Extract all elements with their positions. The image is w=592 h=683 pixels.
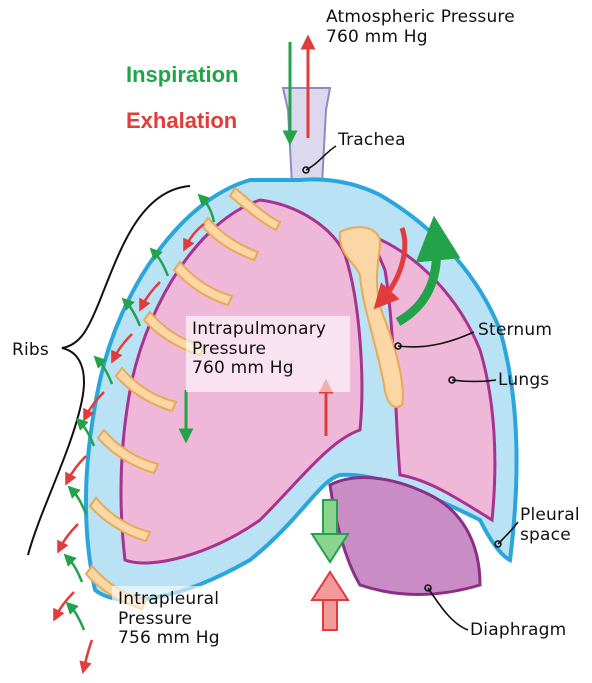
intrapulmonary-line1: Intrapulmonary bbox=[192, 320, 326, 340]
intrapulmonary-line2: Pressure bbox=[192, 340, 326, 360]
inspiration-label: Inspiration bbox=[126, 62, 238, 88]
pleural-space-label: Pleural space bbox=[520, 506, 580, 545]
sternum-label: Sternum bbox=[478, 320, 552, 340]
intrapleural-line2: Pressure bbox=[118, 610, 220, 630]
diaphragm-exhalation-arrow bbox=[312, 572, 348, 630]
intrapulmonary-pressure-label: Intrapulmonary Pressure 760 mm Hg bbox=[192, 320, 326, 379]
rib-exhalation-arrow bbox=[56, 592, 74, 616]
trachea-label: Trachea bbox=[338, 130, 406, 150]
atmospheric-pressure-line1: Atmospheric Pressure bbox=[326, 8, 515, 28]
intrapleural-line3: 756 mm Hg bbox=[118, 629, 220, 649]
pleural-space-line2: space bbox=[520, 526, 580, 546]
atmospheric-pressure-line2: 760 mm Hg bbox=[326, 28, 515, 48]
rib-inspiration-arrow bbox=[70, 606, 84, 630]
diaphragm-label: Diaphragm bbox=[470, 620, 566, 640]
intrapulmonary-line3: 760 mm Hg bbox=[192, 359, 326, 379]
rib-exhalation-arrow bbox=[68, 456, 86, 480]
rib-inspiration-arrow bbox=[68, 558, 82, 582]
pleural-space-line1: Pleural bbox=[520, 506, 580, 526]
rib-exhalation-arrow bbox=[84, 640, 92, 668]
intrapleural-pressure-label: Intrapleural Pressure 756 mm Hg bbox=[118, 590, 220, 649]
rib-inspiration-arrow bbox=[72, 490, 86, 514]
intrapleural-line1: Intrapleural bbox=[118, 590, 220, 610]
atmospheric-pressure-label: Atmospheric Pressure 760 mm Hg bbox=[326, 8, 515, 47]
rib-exhalation-arrow bbox=[60, 524, 78, 548]
exhalation-label: Exhalation bbox=[126, 108, 237, 134]
lungs-label: Lungs bbox=[498, 370, 549, 390]
ribs-label: Ribs bbox=[12, 340, 49, 360]
